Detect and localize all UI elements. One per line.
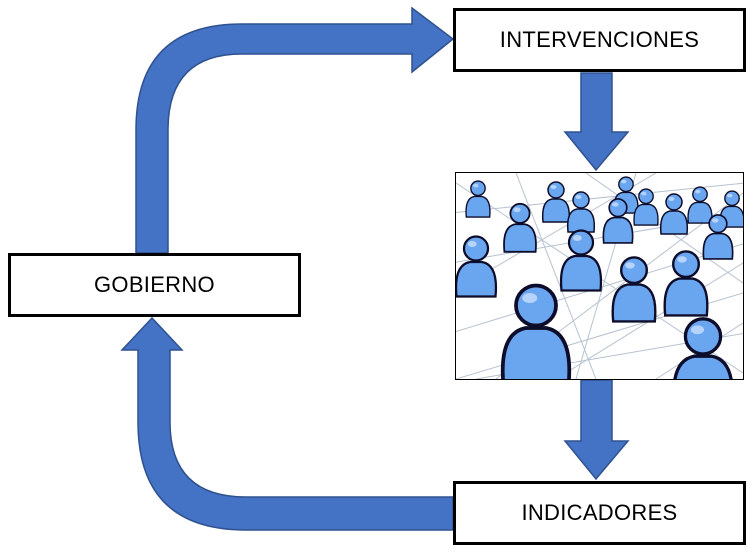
intervenciones-box: INTERVENCIONES <box>453 8 746 72</box>
gobierno-label: GOBIERNO <box>94 272 215 297</box>
arrow-indicadores-to-gobierno <box>120 316 454 531</box>
person-icon <box>602 198 634 244</box>
person-icon <box>673 317 733 379</box>
person-icon <box>702 214 734 260</box>
indicadores-box: INDICADORES <box>453 481 746 545</box>
person-icon <box>503 202 537 253</box>
person-icon <box>659 193 689 235</box>
intervenciones-label: INTERVENCIONES <box>499 27 700 52</box>
person-icon <box>633 188 659 226</box>
indicadores-label: INDICADORES <box>521 500 678 525</box>
arrow-gobierno-to-intervenciones <box>135 6 455 254</box>
person-icon <box>663 250 709 317</box>
person-icon <box>541 181 571 223</box>
person-icon <box>465 180 491 218</box>
person-icon <box>559 229 603 292</box>
people-network-icon <box>456 173 743 379</box>
arrow-network-to-indicadores <box>563 379 630 481</box>
arrow-intervenciones-to-network <box>563 72 630 172</box>
people-network-image <box>455 172 744 380</box>
person-icon <box>456 235 498 298</box>
person-icon <box>500 283 572 379</box>
person-icon <box>566 191 596 233</box>
network-link-line <box>515 173 597 379</box>
person-icon <box>687 186 713 224</box>
person-icon <box>611 256 657 323</box>
gobierno-box: GOBIERNO <box>8 253 301 317</box>
